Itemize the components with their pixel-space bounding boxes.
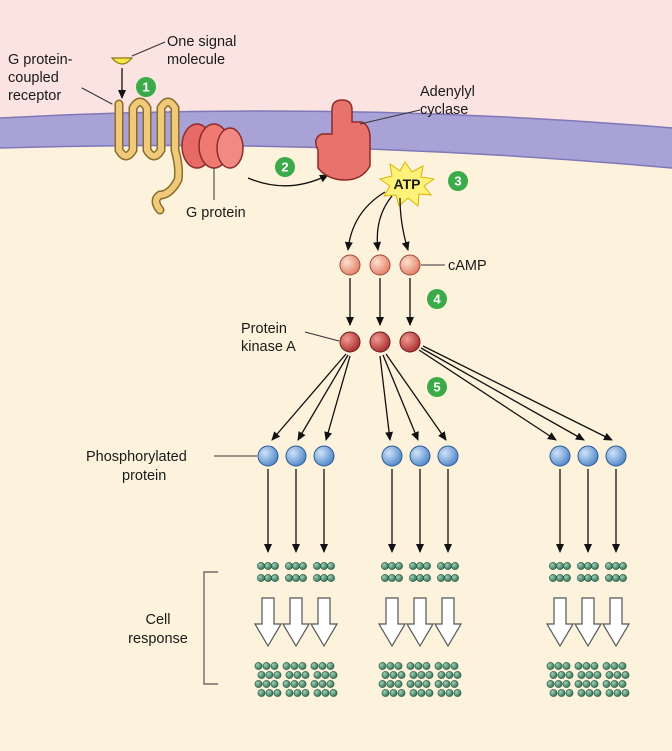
response-dots-after — [574, 662, 602, 697]
g-protein-coupled-receptor — [81, 87, 184, 215]
step-badge-5: 5 — [427, 377, 447, 397]
svg-text:3: 3 — [454, 174, 461, 189]
svg-text:5: 5 — [433, 380, 440, 395]
atp-burst — [378, 161, 436, 207]
response-dots-before — [313, 562, 335, 582]
svg-text:1: 1 — [142, 80, 149, 95]
response-dots-before — [605, 562, 627, 582]
phosphorylated-proteins — [214, 445, 627, 467]
protein-to-response-arrows — [264, 469, 620, 553]
label-pka-line2: kinase A — [241, 339, 296, 355]
atp-to-camp-arrows — [344, 191, 410, 251]
svg-text:2: 2 — [281, 160, 288, 175]
response-dots-after — [310, 662, 338, 697]
amplification-arrow — [573, 597, 603, 648]
label-gpcr-line2: coupled — [8, 70, 59, 86]
label-g-protein: G protein — [186, 205, 246, 221]
camp-to-pka-arrows — [346, 278, 414, 326]
svg-text:4: 4 — [433, 292, 441, 307]
response-dots-after — [282, 662, 310, 697]
amplification-arrow — [405, 597, 435, 648]
response-dots-after — [434, 662, 462, 697]
response-dots-before — [285, 562, 307, 582]
amplification-arrow — [281, 597, 311, 648]
amplification-arrow — [253, 597, 283, 648]
label-camp: cAMP — [448, 258, 487, 274]
response-dots-after — [378, 662, 406, 697]
response-dots-before — [577, 562, 599, 582]
g-protein — [181, 123, 244, 200]
protein-kinase-a — [304, 331, 421, 353]
amplification-arrow — [601, 597, 631, 648]
response-dots-after — [254, 662, 282, 697]
amplification-arrow — [545, 597, 575, 648]
label-phosphorylated-protein-line1: Phosphorylated — [86, 449, 187, 465]
step-badge-2: 2 — [275, 157, 295, 177]
pka-to-protein-arrows — [271, 345, 613, 441]
camp-molecules — [339, 254, 445, 276]
label-pka-line1: Protein — [241, 321, 287, 337]
response-dots-before — [437, 562, 459, 582]
cell-response-bracket — [203, 571, 218, 685]
response-dots-before — [381, 562, 403, 582]
label-signal-molecule-line1: One signal — [167, 34, 236, 50]
label-phosphorylated-protein-line2: protein — [122, 468, 166, 484]
cell-response-amplification — [253, 562, 631, 697]
step-badge-3: 3 — [448, 171, 468, 191]
response-dots-after — [406, 662, 434, 697]
amplification-arrow — [433, 597, 463, 648]
signal-molecule — [110, 41, 166, 99]
response-dots-after — [602, 662, 630, 697]
response-dots-after — [546, 662, 574, 697]
label-cell-response-line1: Cell — [146, 612, 171, 628]
amplification-arrow — [309, 597, 339, 648]
label-gpcr-line1: G protein- — [8, 52, 73, 68]
label-gpcr-line3: receptor — [8, 88, 61, 104]
step2-arrow — [247, 174, 329, 187]
response-dots-before — [409, 562, 431, 582]
label-adenylyl-cyclase-line1: Adenylyl — [420, 84, 475, 100]
response-dots-before — [257, 562, 279, 582]
response-dots-before — [549, 562, 571, 582]
step-badge-1: 1 — [136, 77, 156, 97]
label-adenylyl-cyclase-line2: cyclase — [420, 102, 468, 118]
label-cell-response-line2: response — [128, 631, 188, 647]
label-signal-molecule-line2: molecule — [167, 52, 225, 68]
adenylyl-cyclase — [315, 99, 421, 181]
amplification-arrow — [377, 597, 407, 648]
step-badge-4: 4 — [427, 289, 447, 309]
label-atp: ATP — [394, 176, 421, 192]
